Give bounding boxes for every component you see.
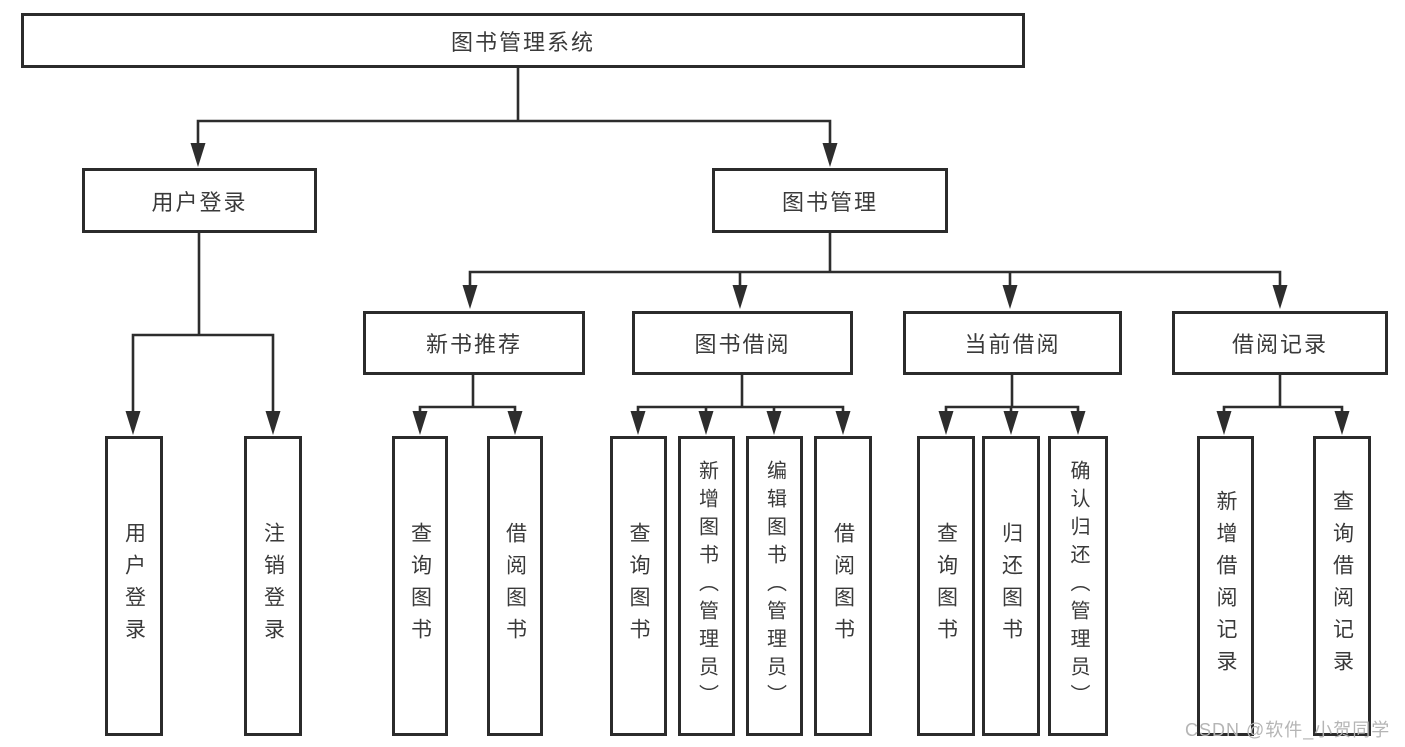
leaf-borrow-books-label: 借阅图书 [503, 522, 527, 650]
leaf-query-books-2: 查询图书 [610, 436, 667, 736]
node-borrowing-records: 借阅记录 [1172, 311, 1388, 375]
leaf-borrow-books: 借阅图书 [487, 436, 543, 736]
leaf-return-books-label: 归还图书 [999, 522, 1023, 650]
leaf-edit-books-admin: 编辑图书（管理员） [746, 436, 803, 736]
node-book-management: 图书管理 [712, 168, 948, 233]
leaf-confirm-return-admin: 确认归还（管理员） [1048, 436, 1108, 736]
node-library-management-system: 图书管理系统 [21, 13, 1025, 68]
leaf-add-borrow-record: 新增借阅记录 [1197, 436, 1254, 736]
leaf-query-books-label: 查询图书 [408, 522, 432, 650]
leaf-query-borrow-record-label: 查询借阅记录 [1330, 490, 1354, 682]
leaf-add-books-admin-label: 新增图书（管理员） [695, 460, 718, 712]
leaf-add-books-admin: 新增图书（管理员） [678, 436, 735, 736]
connector-line-group [131, 66, 1344, 416]
leaf-borrow-books-2-label: 借阅图书 [831, 522, 855, 650]
leaf-user-login-label: 用户登录 [122, 522, 146, 650]
leaf-query-books-3: 查询图书 [917, 436, 975, 736]
leaf-confirm-return-admin-label: 确认归还（管理员） [1067, 460, 1089, 712]
leaf-borrow-books-2: 借阅图书 [814, 436, 872, 736]
connector-arrowheads [125, 143, 1350, 435]
leaf-logout-label: 注销登录 [261, 522, 285, 650]
leaf-query-books: 查询图书 [392, 436, 448, 736]
node-user-login: 用户登录 [82, 168, 317, 233]
leaf-edit-books-admin-label: 编辑图书（管理员） [763, 460, 786, 712]
leaf-query-borrow-record: 查询借阅记录 [1313, 436, 1371, 736]
leaf-add-borrow-record-label: 新增借阅记录 [1214, 490, 1237, 682]
node-current-borrowing: 当前借阅 [903, 311, 1122, 375]
csdn-watermark: CSDN @软件_小贺同学 [1185, 720, 1391, 740]
node-new-book-recommend: 新书推荐 [363, 311, 585, 375]
leaf-logout: 注销登录 [244, 436, 302, 736]
leaf-user-login: 用户登录 [105, 436, 163, 736]
node-book-borrowing: 图书借阅 [632, 311, 853, 375]
leaf-query-books-2-label: 查询图书 [627, 522, 650, 650]
leaf-query-books-3-label: 查询图书 [934, 522, 958, 650]
leaf-return-books: 归还图书 [982, 436, 1040, 736]
